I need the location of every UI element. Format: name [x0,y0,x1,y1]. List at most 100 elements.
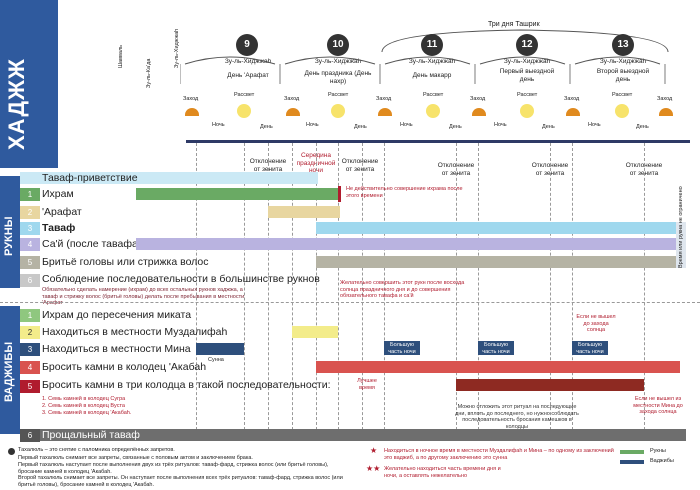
vajiby-label: ВАДЖИБЫ [3,341,15,402]
night-label: Ночь [588,122,601,128]
wajib-4-label: Бросить камни в колодец 'Акабаh [42,361,207,373]
tawaf-greeting-bar [20,172,318,184]
wajib-1-label: Ихрам до пересечения миката [42,309,192,321]
footer-tahallul-2: Первый тахалюль наступает после выполнен… [18,462,329,475]
day-11-name: День макарр [412,72,452,79]
star-icon: ★ [370,446,378,455]
tawaf-bar [316,222,680,234]
rukn-1-label: Ихрам [42,188,74,200]
arafat-bar [268,206,340,218]
mina-night-11: Большую часть ночи [384,341,420,355]
sunset-icon [472,108,486,116]
rukn-6-label: Соблюдение последовательности в большинс… [42,273,320,285]
mina-sunnah-bar [196,343,244,355]
zakhod-label-5: Заход [564,96,580,102]
if-not-left-note: Если не вышел до захода солнца [576,314,616,333]
zakhod-label-4: Заход [470,96,486,102]
ihram-end-marker [338,186,341,202]
rukn-4-label: Са'й (после тавафа) [42,238,142,250]
farewell-tawaf-bar [20,429,686,441]
rassvet-label-3: Рассвет [423,92,444,98]
day-label: День [636,124,649,130]
muzdalifa-bar [292,326,338,338]
rukn-3-label: Таваф [42,222,76,234]
guide-line [478,143,479,435]
bullet-icon [8,448,15,455]
day-label: День [354,124,367,130]
section-divider [0,302,700,303]
footer-star2: Желательно находиться часть времени дня … [384,466,501,479]
wajib-2-num: 2 [20,326,40,339]
guide-line [644,143,645,435]
tashriq-title: Три дня Ташрик [488,21,540,28]
guide-line [456,143,457,435]
legend-vajiby-label: Ваджибы [650,458,674,464]
tashriq-brace [381,29,669,53]
day-11-month: Зу-ль-Хиджжаh [408,58,456,65]
guide-line [550,143,551,435]
day-10-circle: 10 [327,34,349,56]
day-9-month: Зу-ль-Хиджжаh [224,58,272,65]
rukn-2-label: 'Арафат [42,206,82,218]
day-12-name: Первый выездной день [499,68,555,83]
night-label: Ночь [212,122,225,128]
rukn-4-num: 4 [20,238,40,251]
day-13-name: Второй выездной день [596,68,650,83]
wajib-6-num: 6 [20,429,40,442]
sun-icon [615,104,629,118]
timeline-axis [186,140,690,143]
sun-icon [426,104,440,118]
shaving-bar [316,256,680,268]
double-star-icon: ★★ [366,464,381,473]
rukn-5-num: 5 [20,256,40,269]
ihram-note: Не действительно совершение ихрама после… [346,186,463,199]
sunnah-label: Сунна [208,357,224,363]
footer-tahallul-1: Первый тахалюль снимает все запреты, свя… [18,455,253,461]
three-wells-bar [456,379,644,391]
title-panel: ХАДЖЖ [0,0,58,168]
day-label: День [542,124,555,130]
day-12-circle: 12 [516,34,538,56]
rukn-3-num: 3 [20,222,40,235]
late-note: Желательно совершить этот рукн после вос… [340,280,465,299]
sunset-icon [378,108,392,116]
zakhod-label-6: Заход [657,96,673,102]
mina-night-12: Большую часть ночи [478,341,514,355]
zakhod-label-1: Заход [183,96,199,102]
legend-vajiby-swatch [620,460,644,464]
legend-rukny-label: Рукны [650,448,666,454]
unlimited-note: Время или рукна не ограничено [678,186,684,268]
day-10-name: День праздника (День нахр) [304,70,372,85]
day-12-month: Зу-ль-Хиджжаh [503,58,551,65]
guide-line [244,143,245,435]
guide-line [196,143,197,435]
wajib-5-label: Бросить камни в три колодца в такой посл… [42,379,331,391]
vajiby-section-bar: ВАДЖИБЫ [0,306,20,434]
wajib-4-num: 4 [20,361,40,374]
day-10-month: Зу-ль-Хиджжаh [314,58,362,65]
night-label: Ночь [494,122,507,128]
legend-rukny-swatch [620,450,644,454]
wajib-3-num: 3 [20,343,40,356]
rukn-6-note: Обязательно сделать намерение (ихрам) до… [42,287,245,306]
day-9-circle: 9 [236,34,258,56]
guide-line [384,143,385,435]
time-unlimited-box [676,222,686,268]
sunset-icon [185,108,199,116]
wajib-5-num: 5 [20,380,40,393]
timeline-arrows [180,56,666,84]
sunset-icon [659,108,673,116]
rassvet-label-1: Рассвет [234,92,255,98]
ihram-bar [136,188,340,200]
day-13-circle: 13 [612,34,634,56]
sunset-icon [566,108,580,116]
rassvet-label-4: Рассвет [517,92,538,98]
aqaba-bar [316,361,680,373]
night-label: Ночь [400,122,413,128]
wajib-6-label: Прощальный таваф [42,429,140,441]
rassvet-label-5: Рассвет [612,92,633,98]
day-11-circle: 11 [421,34,443,56]
zakhod-label-3: Заход [376,96,392,102]
sun-icon [237,104,251,118]
w5-item-1: 1. Семь камней в колодец Сугра [42,396,126,402]
